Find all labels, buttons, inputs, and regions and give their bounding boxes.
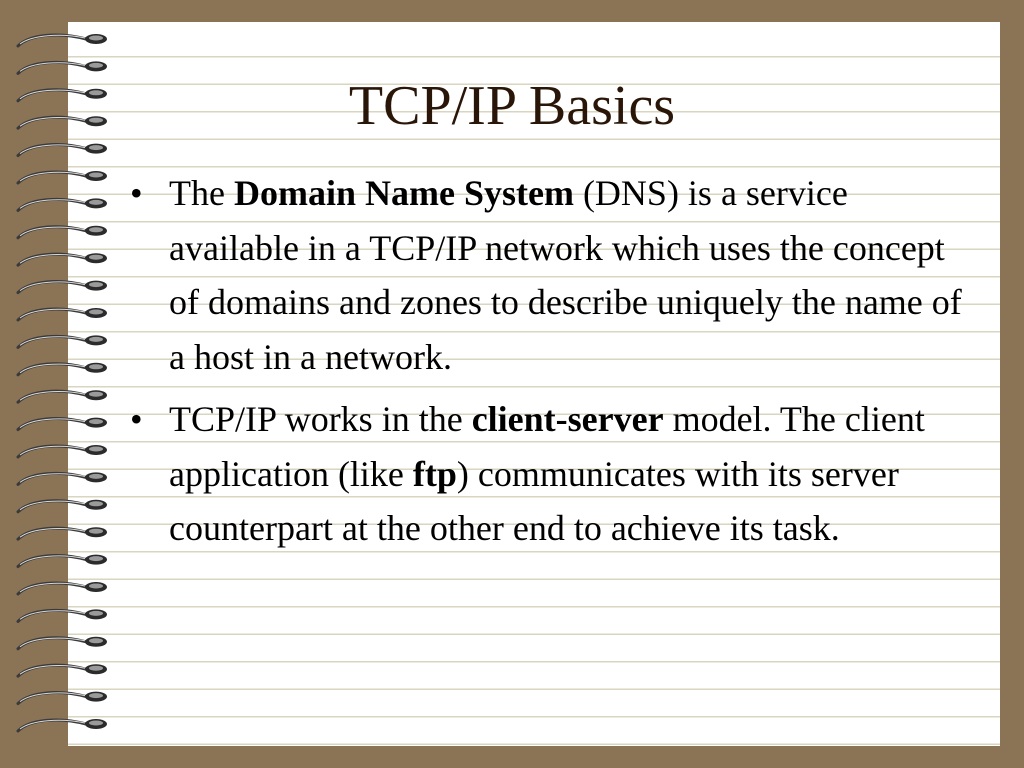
spiral-ring-icon [16,417,107,432]
spiral-ring-icon [16,691,107,706]
bullet-marker: • [130,173,143,213]
spiral-ring-icon [16,636,107,651]
spiral-ring-icon [16,362,107,377]
spiral-ring-icon [16,334,107,349]
spiral-binding [16,33,107,733]
spiral-ring-icon [16,499,107,514]
spiral-ring-icon [16,252,107,267]
bullet-marker: • [130,399,143,439]
spiral-ring-icon [16,526,107,541]
bullet-item: • TCP/IP works in the client-server mode… [130,392,980,556]
bullet-text-segment: ) communicates with its server counterpa… [169,453,899,549]
slide-title: TCP/IP Basics [348,75,676,137]
bullet-text-segment: TCP/IP works in the [169,399,472,439]
bullet-text-segment: The [169,173,234,213]
spiral-ring-icon [16,554,107,569]
spiral-ring-icon [16,307,107,322]
spiral-ring-icon [16,60,107,75]
spiral-ring-icon [16,663,107,678]
bullet-text-segment: (DNS) is a service available in a TCP/IP… [169,173,962,377]
spiral-ring-icon [16,143,107,158]
bullet-item: • The Domain Name System (DNS) is a serv… [130,166,980,384]
bullet-text-segment: model. The client application (like [169,399,925,494]
spiral-ring-icon [16,197,107,212]
spiral-ring-icon [16,608,107,623]
bullet-text-bold: ftp [412,453,457,494]
spiral-ring-icon [16,33,107,48]
spiral-ring-icon [16,581,107,596]
spiral-ring-icon [16,225,107,240]
bullet-text-bold: Domain Name System [233,173,574,213]
spiral-ring-icon [16,471,107,486]
spiral-ring-icon [16,115,107,130]
spiral-ring-icon [16,170,107,185]
notebook-page [68,22,1000,746]
bullet-text-bold: client-server [471,399,664,439]
spiral-ring-icon [16,88,107,103]
spiral-ring-icon [16,389,107,404]
spiral-ring-icon [16,280,107,295]
spiral-ring-icon [16,718,107,733]
bullet-list: • The Domain Name System (DNS) is a serv… [130,166,980,564]
spiral-ring-icon [16,444,107,459]
